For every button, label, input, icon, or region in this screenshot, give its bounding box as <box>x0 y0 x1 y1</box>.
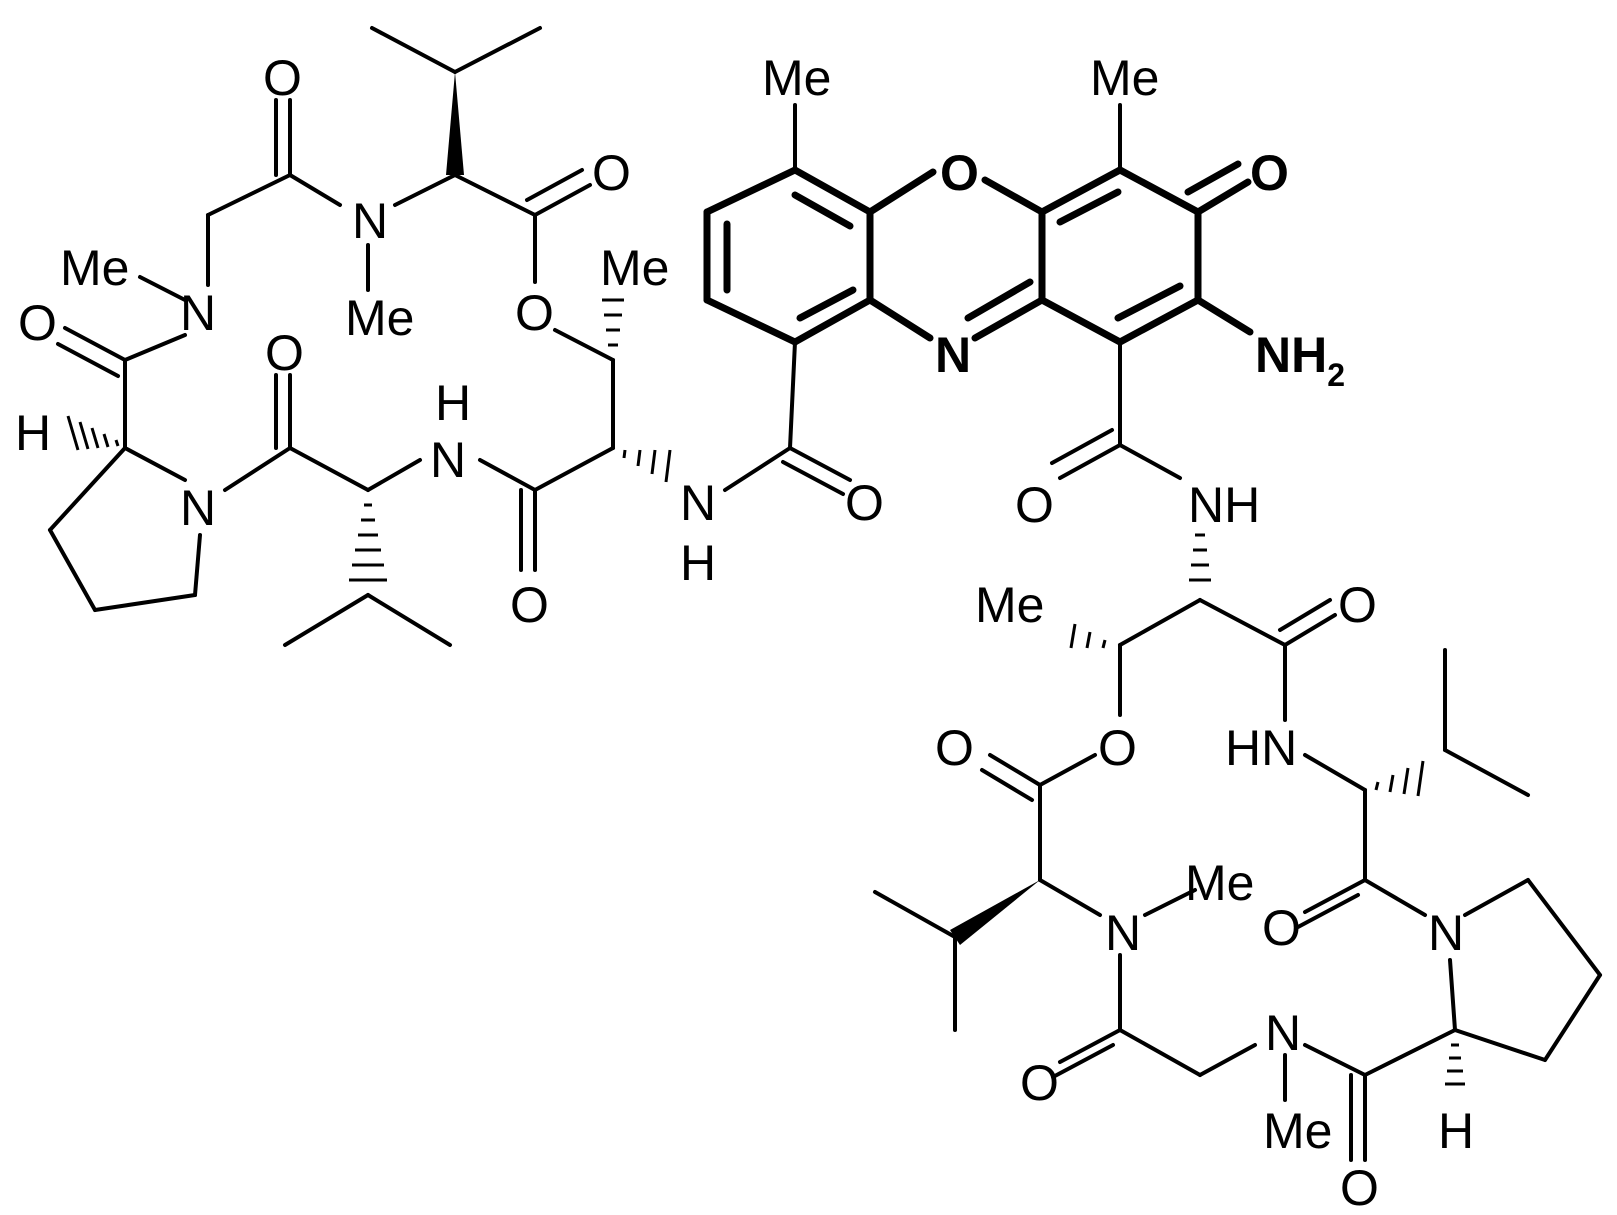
val2-alpha-hash <box>1374 760 1425 797</box>
methyl-left-label: Me <box>762 50 831 106</box>
meval-top-O: O <box>592 145 631 201</box>
thr2-carbonyl-O: O <box>1338 577 1377 633</box>
thr-Me-upper: Me <box>600 240 669 296</box>
lower-right-peptide-ring: O NH Me O O O HN N Me O N N Me O H O <box>873 340 1602 1215</box>
ester-ring-O-lower: O <box>1098 720 1137 776</box>
amide-O-left: O <box>845 475 884 531</box>
phenoxazinone-chromophore: Me Me O N O NH2 <box>703 50 1345 393</box>
pro-carbonyl-O: O <box>18 295 57 351</box>
ring-nitrogen-label: N <box>935 327 971 383</box>
sar-N-Me: Me <box>60 240 129 296</box>
thr-alpha-hash <box>622 449 672 483</box>
val-HN-lower: HN <box>1225 720 1297 776</box>
pro-H: H <box>15 405 51 461</box>
amino-label: NH2 <box>1255 327 1345 393</box>
pro2-carbonyl-O: O <box>1262 900 1301 956</box>
sar-carbonyl-O: O <box>263 50 302 106</box>
amino-text: NH <box>1255 327 1327 383</box>
meval-Me-lower: Me <box>1185 855 1254 911</box>
pro-alpha-hash <box>66 415 120 451</box>
gly2-O: O <box>1020 1055 1059 1111</box>
amide-O-right: O <box>1015 477 1054 533</box>
pro-N: N <box>180 480 216 536</box>
amide-N-left: N <box>680 475 716 531</box>
meval-N-lower: N <box>1105 905 1141 961</box>
methyl-right-label: Me <box>1090 50 1159 106</box>
thr-carbonyl-O: O <box>510 577 549 633</box>
amide-H-left: H <box>680 535 716 591</box>
val-NH-N: N <box>430 432 466 488</box>
amide-NH-right: NH <box>1188 477 1260 533</box>
meval-N-Me: Me <box>345 290 414 346</box>
pro2-N: N <box>1428 905 1464 961</box>
ester-ring-O: O <box>515 285 554 341</box>
ester-carbonyl-O-lower: O <box>935 720 974 776</box>
pro2-alpha-hash <box>1445 1043 1465 1086</box>
thr2-alpha-hash <box>1189 533 1211 582</box>
val-carbonyl-O: O <box>265 325 304 381</box>
sar-N: N <box>180 285 216 341</box>
pro2-H: H <box>1438 1103 1474 1159</box>
thr2-methyl-hash <box>1069 623 1107 649</box>
val-alpha-hash <box>349 503 387 582</box>
amino-subscript: 2 <box>1327 357 1345 393</box>
meval-N: N <box>352 193 388 249</box>
thr-Me-lower: Me <box>975 577 1044 633</box>
upper-left-peptide-ring: O O N Me Me N O Me O H N O H N O N H O <box>15 26 884 647</box>
ring-oxygen-label: O <box>940 145 979 201</box>
ketone-oxygen-label: O <box>1250 145 1289 201</box>
val-NH-H: H <box>435 375 471 431</box>
sar2-Me: Me <box>1263 1103 1332 1159</box>
last-O: O <box>1340 1160 1379 1215</box>
thr-methyl-hash <box>602 298 624 347</box>
sar2-N: N <box>1265 1005 1301 1061</box>
